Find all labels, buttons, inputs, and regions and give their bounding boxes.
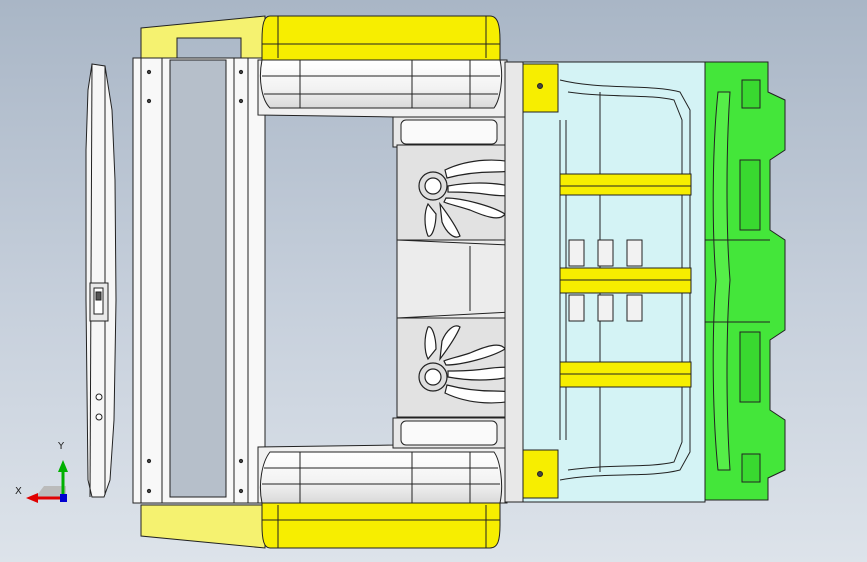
left-side-panel	[85, 63, 117, 498]
upper-cushion	[259, 15, 503, 109]
frame	[132, 57, 266, 504]
clamp-blocks	[522, 63, 559, 499]
green-component	[704, 61, 786, 501]
vent-group-bottom	[418, 325, 521, 404]
x-axis-label: X	[15, 486, 22, 497]
vent-group-top	[418, 159, 521, 238]
y-axis-label: Y	[58, 441, 65, 452]
z-axis-marker	[60, 494, 67, 502]
lower-cushion	[259, 451, 503, 549]
support-bars	[559, 173, 692, 388]
coordinate-triad	[26, 460, 68, 503]
clips	[568, 239, 643, 322]
yellow-frame-rails	[140, 15, 266, 549]
